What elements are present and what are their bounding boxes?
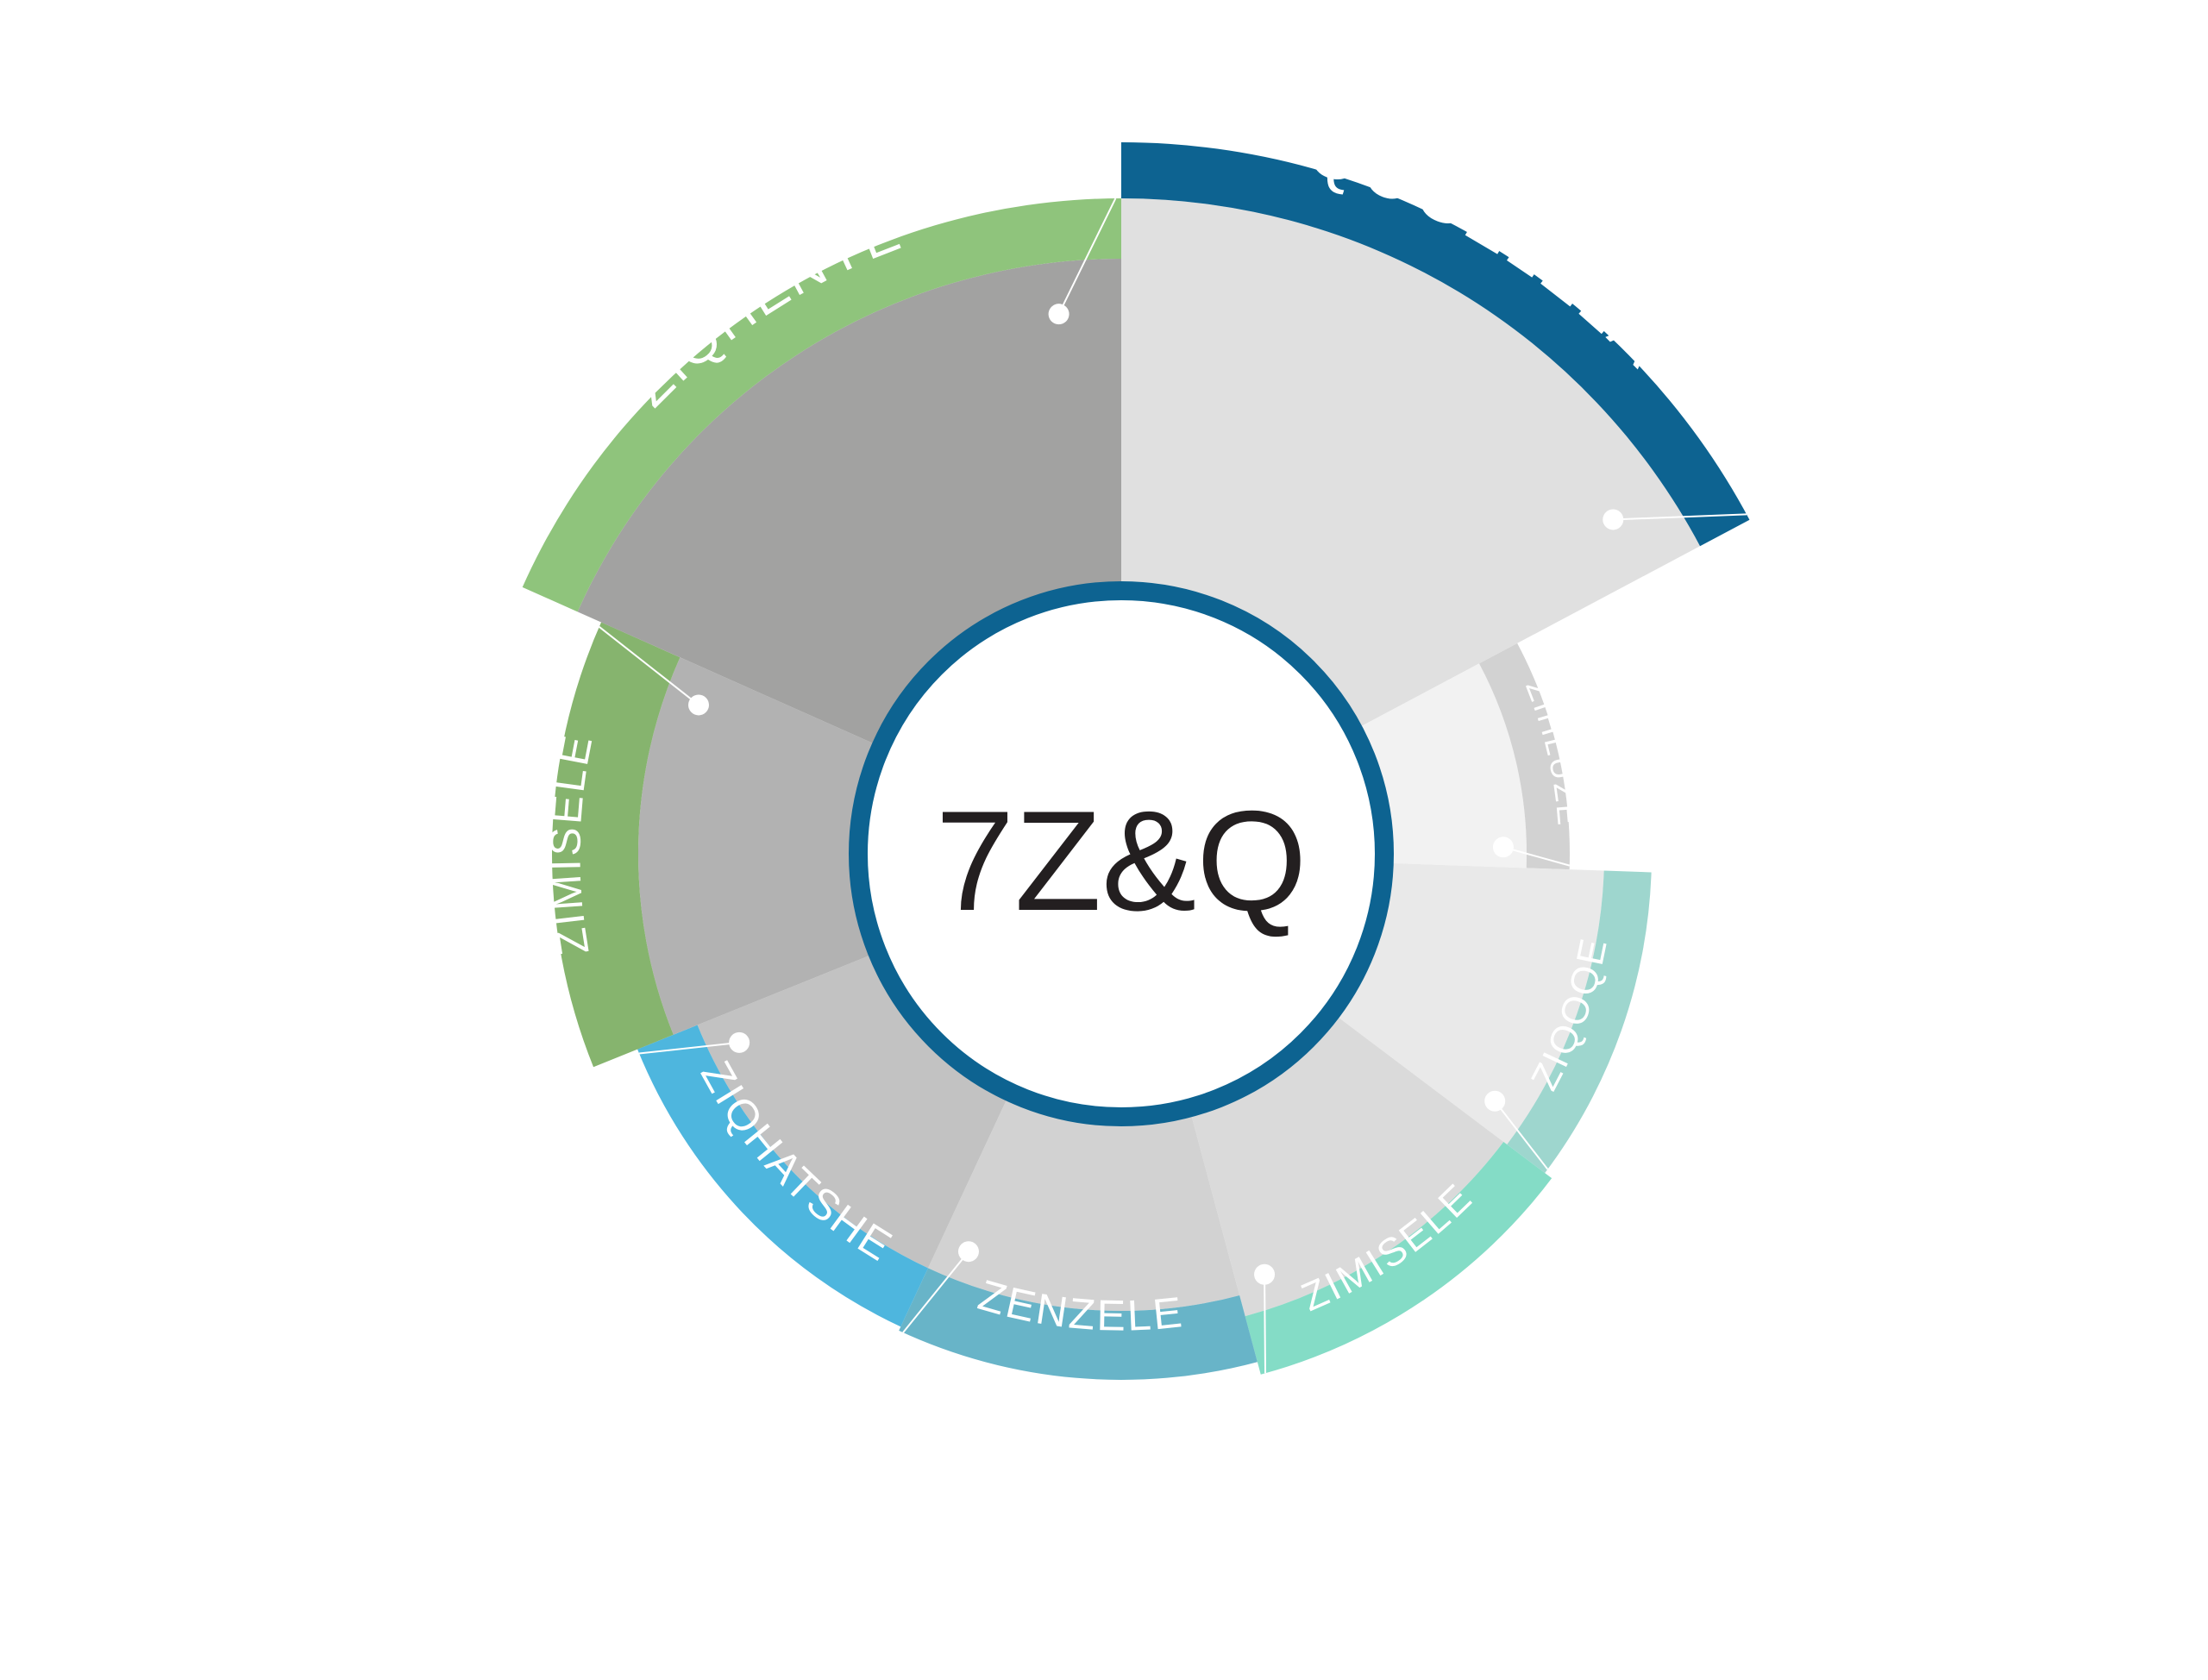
segment-band [551,622,681,1068]
segment-leader-line [638,1041,740,1055]
segment-band [637,1025,929,1327]
segment-band [1478,643,1570,870]
segment-dot-marker [1484,1090,1506,1112]
segment-leader-line [1264,1274,1267,1374]
segment-dot-marker [729,1031,750,1053]
segment-leader-line [902,1251,969,1333]
segment-zimisele-left[interactable]: ZIMISELE [541,622,894,1068]
segment-sector [928,1080,1240,1311]
segment-dot-marker [1492,837,1514,858]
segment-band [522,198,1121,612]
center-label: 7Z&Q [936,781,1308,940]
segment-leader-line [599,626,699,706]
segment-band [899,1268,1258,1380]
segment-sector [1121,197,1701,737]
segment-dot-marker [688,694,709,716]
segment-sector [1320,862,1604,1145]
segment-dot-marker [1048,304,1070,325]
segment-dot-marker [957,1241,979,1263]
center-ring [849,581,1394,1126]
segment-sector [637,657,894,1035]
segment-leader-line [1502,846,1571,867]
segment-leader-line [1057,197,1117,315]
segment-ziqoqe[interactable]: ZIQOQE [1320,862,1652,1174]
segment-leader-line [1494,1100,1549,1170]
segment-band [1245,1142,1552,1375]
segment-zenzele[interactable]: ZENZELE [899,1080,1258,1380]
segment-leader-line [1613,513,1747,521]
segment-band [1121,142,1750,547]
segment-dot-marker [1603,509,1624,530]
segment-dot-marker [1254,1263,1276,1285]
segment-band [1507,870,1652,1174]
center-hub: 7Z&Q [849,581,1394,1126]
